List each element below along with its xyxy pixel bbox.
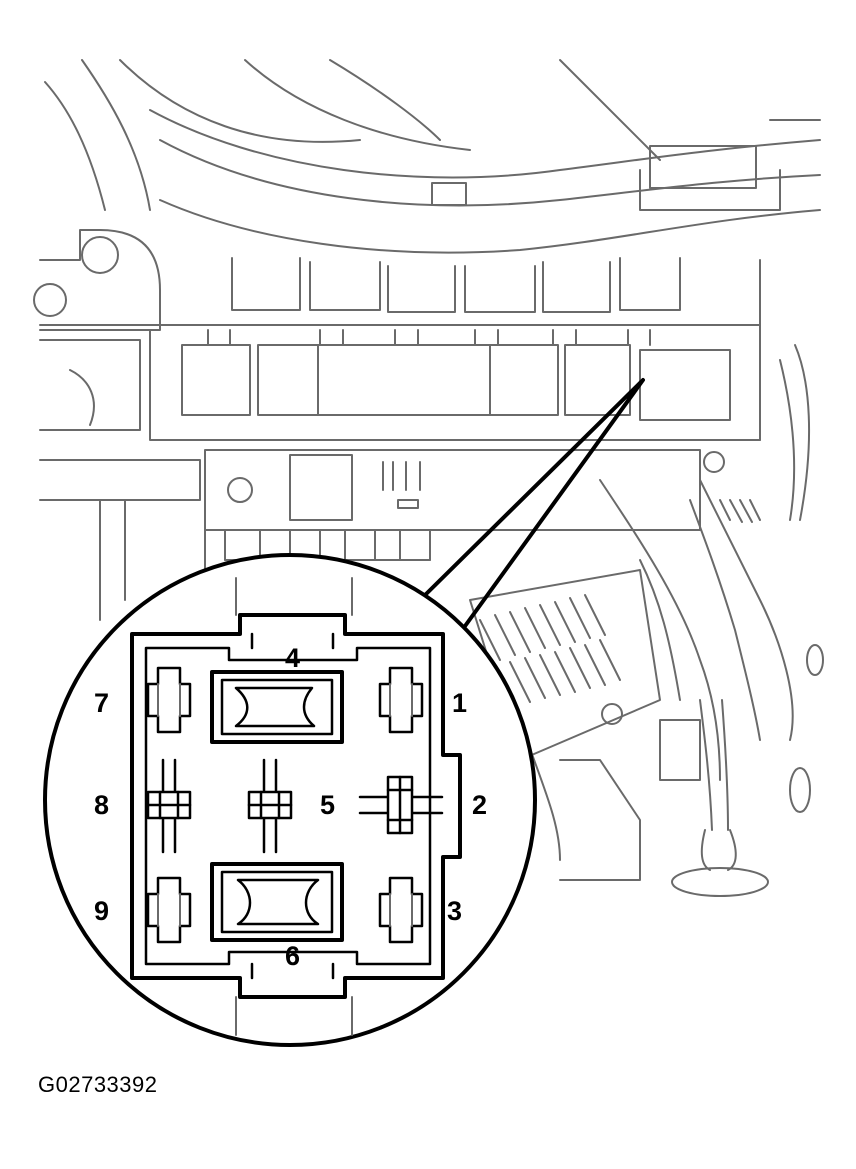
pin-label-7: 7 bbox=[94, 688, 109, 718]
terminal-8 bbox=[146, 758, 192, 854]
terminal-3 bbox=[378, 876, 424, 944]
terminal-5 bbox=[247, 758, 293, 854]
pin-label-1: 1 bbox=[452, 688, 467, 718]
connector-face bbox=[130, 577, 462, 1036]
pin-label-8: 8 bbox=[94, 790, 109, 820]
connector-outline bbox=[130, 613, 462, 999]
figure-id: G02733392 bbox=[38, 1072, 158, 1097]
terminal-large-upper bbox=[210, 670, 344, 744]
pin-labels: 4 7 1 8 5 2 9 3 6 bbox=[94, 643, 487, 971]
pin-label-6: 6 bbox=[285, 941, 300, 971]
pin-label-9: 9 bbox=[94, 896, 109, 926]
terminal-7 bbox=[146, 666, 192, 734]
terminal-1 bbox=[378, 666, 424, 734]
pin-label-3: 3 bbox=[447, 896, 462, 926]
terminal-9 bbox=[146, 876, 192, 944]
pin-label-4: 4 bbox=[285, 643, 300, 673]
pin-label-5: 5 bbox=[320, 790, 335, 820]
pin-label-2: 2 bbox=[472, 790, 487, 820]
terminal-large-lower bbox=[210, 862, 344, 942]
leader-line bbox=[416, 378, 645, 635]
terminal-2 bbox=[358, 775, 444, 835]
